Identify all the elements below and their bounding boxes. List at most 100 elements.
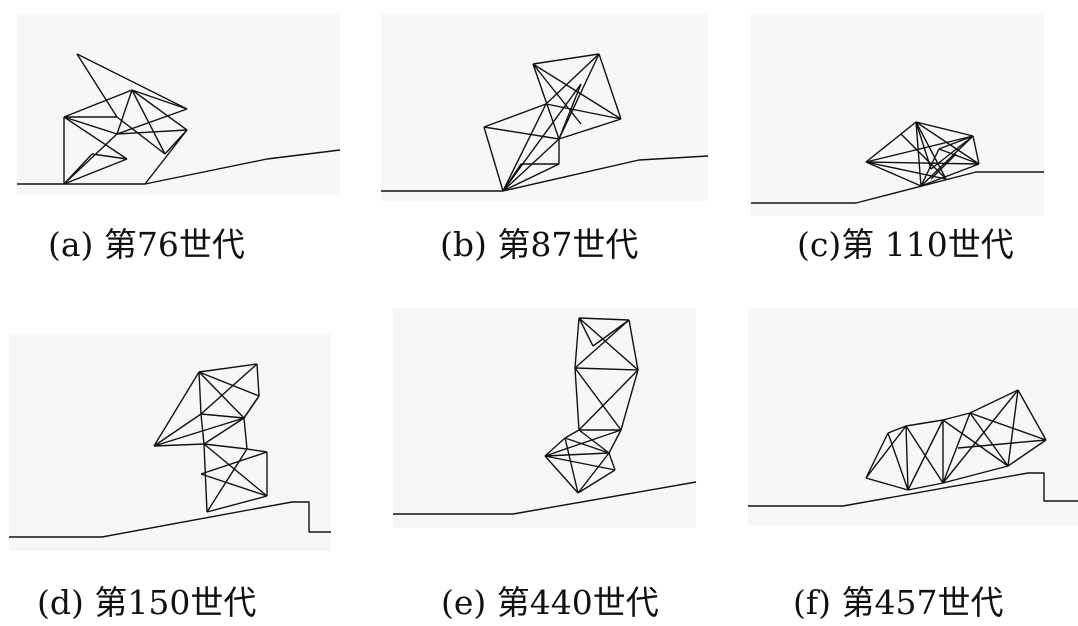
structure-edge <box>905 425 944 484</box>
structure-edge <box>502 83 582 192</box>
structure-edge <box>483 126 504 192</box>
caption-c: (c)第 110世代 <box>797 225 1014 264</box>
structure-edge <box>564 437 610 454</box>
structure-edge <box>203 443 268 497</box>
terrain-line <box>9 501 331 538</box>
structure-edge <box>200 413 245 419</box>
structure-edge <box>502 163 522 192</box>
structure-edge <box>544 455 579 494</box>
diagram-c <box>751 121 1044 204</box>
structure-edge <box>153 371 200 447</box>
structure-edge <box>865 477 909 491</box>
caption-e: (e) 第440世代 <box>441 583 659 622</box>
structure-edge <box>900 133 947 180</box>
structure-edge <box>116 108 188 135</box>
structure-edge <box>915 121 922 187</box>
structure-edge <box>544 452 610 457</box>
structure-edge <box>243 395 260 419</box>
structure-edge <box>920 163 980 187</box>
structure-edge <box>1017 389 1047 441</box>
panel-a <box>17 14 341 195</box>
structure-edge <box>577 469 616 494</box>
structure-edge <box>907 419 944 491</box>
structure-edge <box>558 53 600 140</box>
structure-edge <box>203 443 208 513</box>
diagram-b <box>381 53 709 192</box>
diagram-a <box>17 53 341 185</box>
structure-edge <box>578 317 594 347</box>
structure-edge <box>243 417 248 450</box>
panel-e <box>393 308 697 528</box>
structure-edge <box>865 432 889 479</box>
terrain-line <box>381 155 709 192</box>
structure-edge <box>76 53 118 118</box>
structure-edge <box>131 89 188 131</box>
structure-edge <box>969 389 1019 414</box>
structure-edge <box>200 473 268 497</box>
structure-edge <box>545 53 600 105</box>
structure-edge <box>574 317 580 369</box>
caption-d: (d) 第150世代 <box>37 583 257 622</box>
structure-edge <box>200 363 258 415</box>
structure-edge <box>574 367 639 371</box>
structure-edge <box>203 417 245 445</box>
caption-f: (f) 第457世代 <box>793 583 1004 622</box>
diagram-f <box>748 389 1078 507</box>
structure-edge <box>483 103 547 128</box>
caption-a: (a) 第76世代 <box>48 225 245 264</box>
structure-edge <box>198 371 202 415</box>
structure-edge <box>942 465 1009 484</box>
terrain-line <box>751 171 1044 204</box>
panel-d <box>9 334 331 551</box>
structure-edge <box>578 317 630 321</box>
terrain-line <box>748 472 1078 507</box>
diagram-e <box>393 317 697 515</box>
structure-edge <box>502 163 560 192</box>
structure-edge <box>865 161 922 187</box>
structure-edge <box>532 63 622 120</box>
structure-edge <box>620 369 639 431</box>
structure-edge <box>63 153 93 185</box>
panel-c <box>751 14 1044 216</box>
structure-edge <box>592 319 630 347</box>
structure-edge <box>920 135 974 187</box>
terrain-line <box>393 481 697 515</box>
panel-f <box>748 308 1078 526</box>
structure-edge <box>930 153 957 180</box>
structure-edge <box>206 495 268 513</box>
structure-edge <box>574 367 622 431</box>
structure-edge <box>907 482 944 491</box>
structure-edge <box>483 126 560 140</box>
structure-edge <box>1007 389 1019 467</box>
structure-edge <box>942 412 971 421</box>
structure-edge <box>532 53 600 65</box>
structure-edge <box>246 448 268 453</box>
structure-edge <box>578 369 639 431</box>
structure-edge <box>545 103 622 120</box>
structure-edge <box>63 116 118 135</box>
structure-edge <box>206 448 248 513</box>
structure-edge <box>942 389 1019 484</box>
structure-edge <box>905 425 909 491</box>
panel-b <box>381 14 709 201</box>
structure-edge <box>578 317 639 371</box>
structure-edge <box>608 429 622 454</box>
structure-edge <box>502 103 547 192</box>
structure-edge <box>532 63 560 140</box>
structure-edge <box>564 437 579 494</box>
structure-edge <box>938 148 980 165</box>
structure-edge <box>972 135 980 165</box>
structure-edge <box>198 371 260 397</box>
structure-edge <box>578 429 610 454</box>
structure-edge <box>131 89 166 155</box>
diagram-d <box>9 363 331 538</box>
structure-edge <box>865 161 947 180</box>
structure-edge <box>915 121 980 165</box>
structure-edge <box>887 425 907 434</box>
structure-edge <box>502 138 560 192</box>
structure-edge <box>920 148 940 187</box>
structure-edge <box>865 121 917 163</box>
structure-edge <box>131 89 188 110</box>
structure-edge <box>63 89 133 118</box>
structure-edge <box>116 89 133 135</box>
